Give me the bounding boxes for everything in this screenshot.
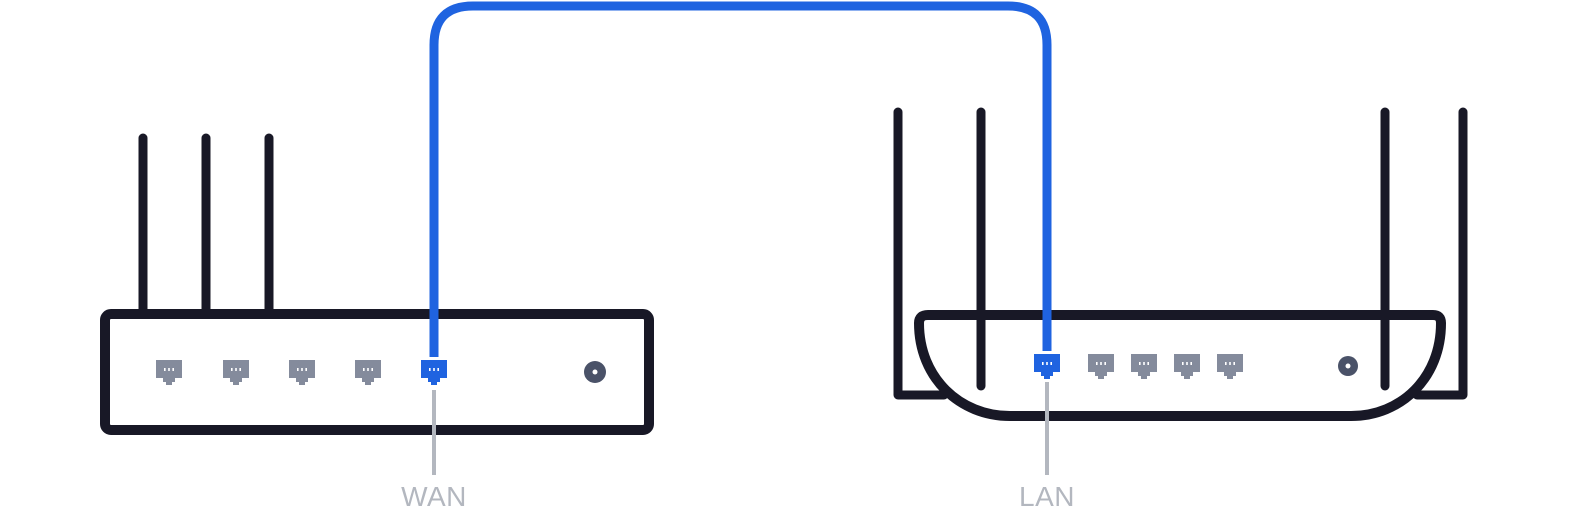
router-left: [100, 133, 654, 435]
ethernet-cable: [429, 1, 1052, 357]
router-right-antenna-1: [893, 107, 949, 400]
router-left-antennas: [138, 133, 274, 317]
router-left-body: [100, 309, 654, 435]
router-left-port-4: [355, 360, 381, 385]
lan-label: LAN: [1019, 481, 1075, 512]
router-left-port-2: [223, 360, 249, 385]
router-left-power-button: [584, 361, 606, 383]
router-left-ports: [156, 360, 447, 385]
router-right: [893, 107, 1468, 421]
wan-port: [421, 360, 447, 385]
router-left-port-3: [289, 360, 315, 385]
router-right-antenna-4: [1412, 107, 1468, 400]
router-right-power-button: [1338, 356, 1358, 376]
wan-label: WAN: [401, 481, 467, 512]
router-left-port-1: [156, 360, 182, 385]
